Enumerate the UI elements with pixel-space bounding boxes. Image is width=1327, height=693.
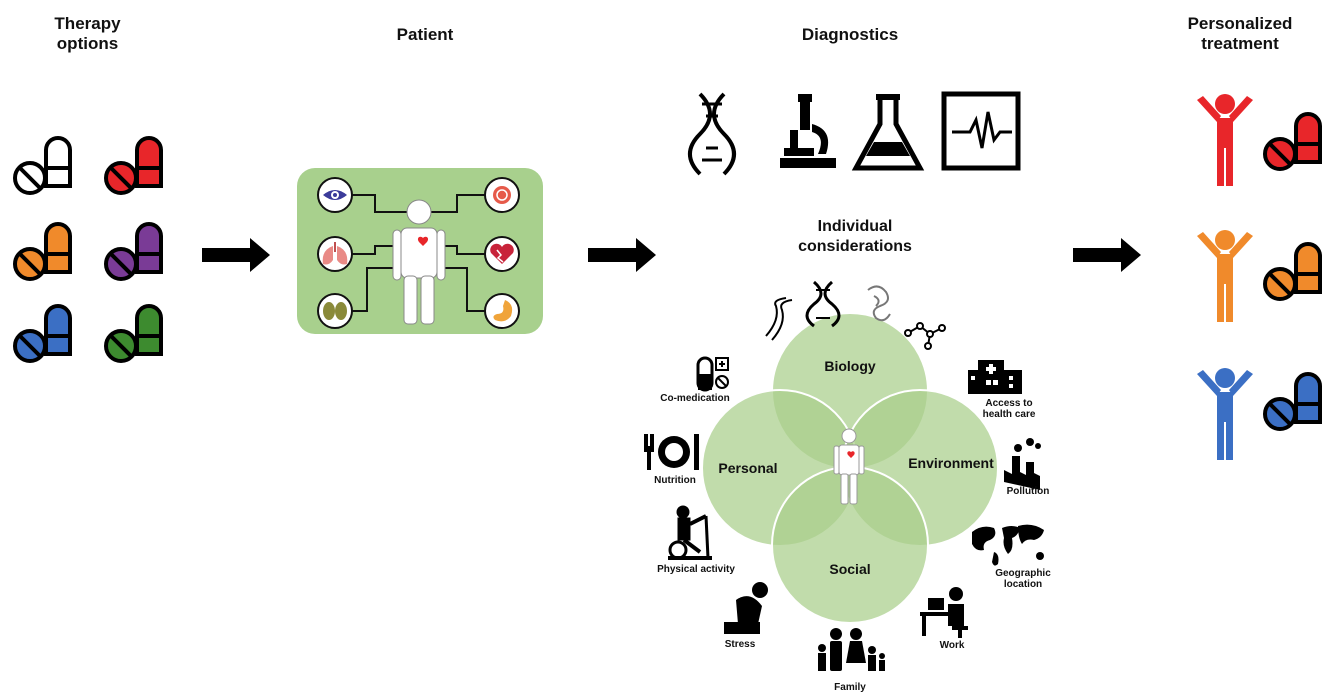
- label-pollution: Pollution: [1006, 486, 1050, 497]
- person-blue-icon: [1197, 368, 1253, 460]
- pill-red-icon: [1263, 112, 1322, 171]
- header-patient: Patient: [396, 25, 454, 44]
- heart-icon: [847, 451, 855, 458]
- microscope-icon: [780, 94, 836, 168]
- nutrition-icon: [644, 434, 699, 470]
- arrow-icon: [588, 238, 656, 272]
- personalized-treatment-rows: [1197, 94, 1322, 460]
- stress-icon: [724, 582, 768, 634]
- header-therapy-options: Therapy options: [54, 14, 121, 53]
- stomach-icon: [493, 300, 513, 322]
- dna-icon: [688, 92, 736, 176]
- monitor-ecg-icon: [941, 91, 1021, 171]
- person-orange-icon: [1197, 230, 1253, 322]
- kidney-icon: [323, 302, 347, 320]
- co-medication-icon: [696, 356, 729, 392]
- eye-icon: [323, 190, 347, 200]
- label-access-to-health-care: Access to health care: [982, 398, 1036, 420]
- venn-label-biology: Biology: [824, 358, 876, 374]
- arrow-icon: [202, 238, 270, 272]
- label-co-medication: Co-medication: [660, 393, 730, 404]
- venn-label-personal: Personal: [718, 460, 778, 476]
- heart-icon: [417, 236, 429, 246]
- protein-icon: [867, 285, 891, 322]
- pill-orange-icon: [1263, 242, 1322, 301]
- heart-icon: [490, 243, 514, 264]
- work-icon: [920, 587, 968, 638]
- pill-blue-icon: [1263, 372, 1322, 431]
- family-icon: [818, 628, 885, 671]
- venn-label-social: Social: [829, 561, 871, 577]
- exercise-bike-icon: [668, 505, 712, 560]
- hospital-icon: [968, 360, 1022, 394]
- arrow-icon: [1073, 238, 1141, 272]
- person-red-icon: [1197, 94, 1253, 186]
- world-map-icon: [972, 524, 1044, 566]
- venn-label-environment: Environment: [908, 455, 994, 471]
- label-physical-activity: Physical activity: [657, 564, 735, 575]
- header-personalized-treatment: Personalized treatment: [1187, 14, 1293, 53]
- label-geographic-location: Geographic location: [995, 568, 1051, 590]
- flask-icon: [851, 94, 925, 171]
- patient-panel: [297, 168, 543, 334]
- label-stress: Stress: [724, 639, 756, 650]
- lungs-icon: [322, 242, 348, 265]
- label-work: Work: [939, 640, 965, 651]
- label-nutrition: Nutrition: [654, 475, 696, 486]
- patient-figure-icon: [392, 199, 446, 325]
- label-family: Family: [834, 682, 866, 693]
- dna-icon: [805, 280, 841, 328]
- molecule-icon: [904, 322, 946, 350]
- brain-icon: [493, 186, 511, 204]
- diagnostics-icons: [688, 91, 1021, 176]
- dna-strand-icon: [765, 297, 793, 341]
- header-diagnostics: Diagnostics: [801, 25, 899, 44]
- individual-considerations-title: Individual considerations: [798, 218, 912, 255]
- factory-pollution-icon: [1004, 438, 1041, 490]
